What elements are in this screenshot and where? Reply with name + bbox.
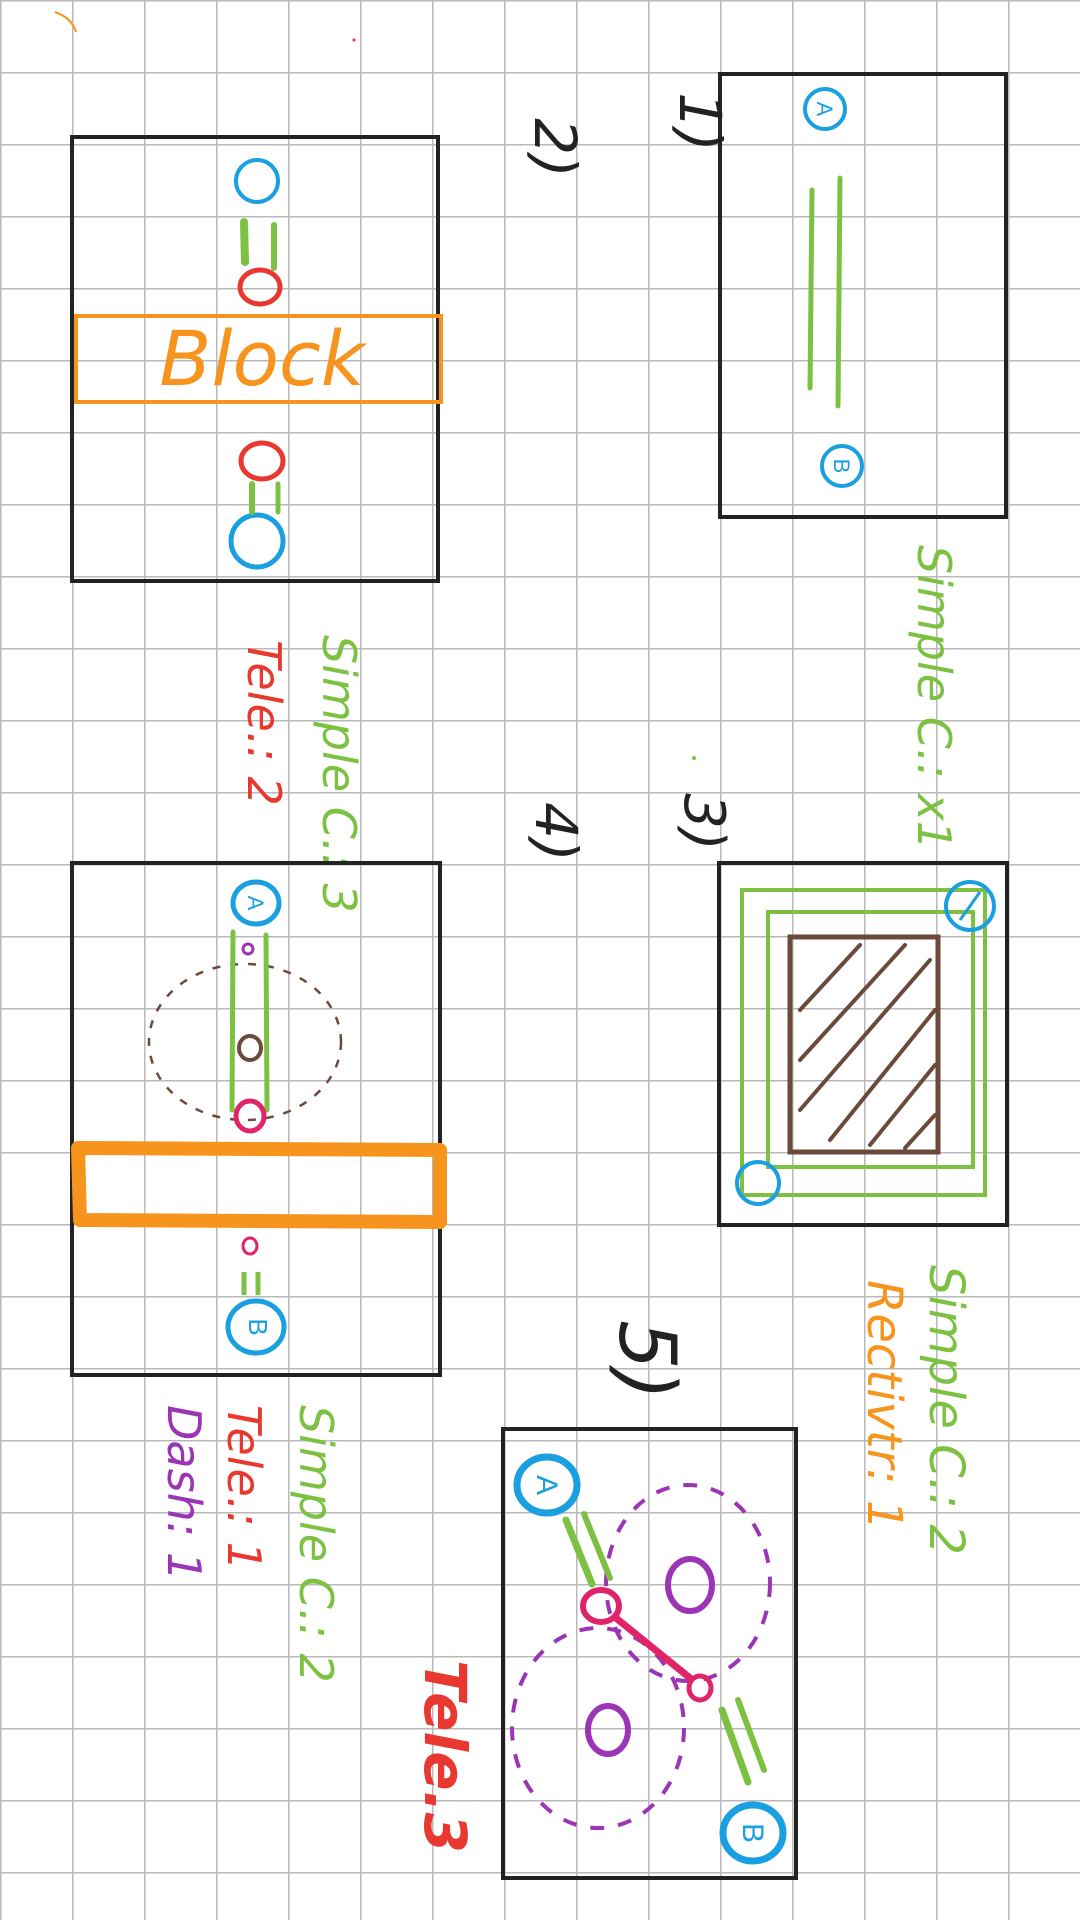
- svg-text:Tele.: 2: Tele.: 2: [237, 640, 291, 806]
- hatched-obstacle-icon: [787, 934, 941, 1155]
- simple-connection-line: [807, 187, 815, 391]
- svg-text:A: A: [530, 1475, 563, 1495]
- simple-loop-inner: [766, 910, 975, 1169]
- svg-text:2): 2): [521, 118, 589, 178]
- panel-3: 3) Simple C.: 2 Rectivtr: 1: [671, 793, 1009, 1555]
- svg-text:Tele.3: Tele.3: [411, 1660, 479, 1853]
- panel-4-note-simple: Simple C.: 2: [289, 1405, 343, 1683]
- panel-3-note-simple: Simple C.: 2: [918, 1265, 974, 1555]
- block-label: Block: [159, 314, 368, 403]
- endpoint-circle-icon: B: [719, 1801, 787, 1865]
- panel-2-note-tele: Tele.: 2: [237, 640, 291, 806]
- dash-circle-icon: [585, 1703, 631, 1757]
- simple-connection-line: [229, 929, 236, 1113]
- stray-dot: [352, 38, 356, 42]
- simple-connection-line: [240, 218, 249, 266]
- stray-mark: [54, 11, 77, 33]
- svg-text:B: B: [829, 459, 854, 474]
- svg-text:Simple C.: 2: Simple C.: 2: [918, 1265, 974, 1555]
- svg-text:A: A: [812, 102, 837, 117]
- panel-5-frame: [501, 1427, 798, 1880]
- panel-5: 5) A B Tele.3: [411, 1320, 798, 1880]
- block-rect: [71, 1141, 447, 1229]
- dash-range-circle: [604, 1483, 772, 1683]
- panel-1: 1) A B Simple C.: x1: [666, 72, 1008, 850]
- svg-text:B: B: [243, 1318, 273, 1335]
- endpoint-circle-icon: B: [225, 1298, 287, 1356]
- simple-connection-line: [718, 1706, 752, 1786]
- simple-connection-line: [263, 932, 270, 1113]
- simple-connection-line: [835, 175, 843, 409]
- block-rect: [74, 314, 443, 404]
- dash-circle-icon: [237, 1034, 263, 1062]
- portal-circle-icon: [237, 267, 283, 307]
- svg-text:3): 3): [671, 793, 736, 850]
- svg-text:Simple C.: x1: Simple C.: x1: [907, 545, 961, 850]
- panel-4: 4) A B Simple C.: 2: [70, 802, 590, 1683]
- panel-5-number: 5): [601, 1320, 691, 1400]
- simple-connection-line: [581, 1511, 613, 1581]
- svg-text:Simple C.: 3: Simple C.: 3: [312, 635, 366, 913]
- svg-text:1): 1): [666, 92, 734, 152]
- endpoint-circle-icon: A: [803, 87, 847, 131]
- dash-range-circle: [510, 1626, 686, 1830]
- svg-text:A: A: [243, 896, 268, 911]
- panel-2-note-simple: Simple C.: 3: [312, 635, 366, 913]
- portal-circle-icon: [686, 1673, 714, 1703]
- panel-2-frame: [70, 135, 440, 583]
- endpoint-circle-icon: [944, 880, 996, 932]
- endpoint-circle-icon: A: [513, 1453, 581, 1517]
- dash-range-circle: [147, 962, 343, 1122]
- panel-4-note-tele: Tele.: 1: [217, 1405, 271, 1571]
- svg-text:Dash: 1: Dash: 1: [157, 1405, 211, 1581]
- portal-circle-icon: [580, 1587, 622, 1625]
- svg-text:B: B: [736, 1823, 769, 1843]
- panel-4-number: 4): [522, 802, 590, 862]
- panel-3-note-rectivtr: Rectivtr: 1: [856, 1280, 912, 1530]
- endpoint-circle-icon: [228, 512, 286, 570]
- panel-4-note-dash: Dash: 1: [157, 1405, 211, 1581]
- panel-5-note-tele: Tele.3: [411, 1660, 479, 1853]
- dash-circle-icon: [665, 1556, 715, 1614]
- endpoint-circle-icon: [234, 158, 280, 204]
- svg-text:4): 4): [522, 802, 590, 862]
- panel-4-frame: [70, 861, 442, 1377]
- simple-connection-line: [735, 1697, 767, 1773]
- endpoint-circle-icon: B: [820, 444, 864, 488]
- panel-3-number: 3): [671, 793, 736, 850]
- portal-circle-icon: [241, 1236, 259, 1256]
- panel-2-number: 2): [521, 118, 589, 178]
- svg-text:Tele.: 1: Tele.: 1: [217, 1405, 271, 1571]
- endpoint-circle-icon: A: [230, 879, 282, 927]
- endpoint-circle-icon: [735, 1160, 781, 1206]
- svg-text:Rectivtr: 1: Rectivtr: 1: [856, 1280, 912, 1530]
- panel-2: 2) Block Simple C.: 3 Tele.: 2: [70, 118, 589, 913]
- panel-1-note: Simple C.: x1: [907, 545, 961, 850]
- simple-connection-line: [562, 1516, 596, 1588]
- panel-3-frame: [717, 861, 1009, 1227]
- panel-1-frame: [718, 72, 1008, 519]
- svg-text:Simple C.: 2: Simple C.: 2: [289, 1405, 343, 1683]
- teleport-link-line: [612, 1614, 694, 1682]
- panel-1-number: 1): [666, 92, 734, 152]
- dash-circle-icon: [241, 942, 255, 956]
- svg-text:5): 5): [601, 1320, 691, 1400]
- stray-dot: [692, 756, 696, 760]
- portal-circle-icon: [233, 1098, 267, 1134]
- portal-circle-icon: [238, 440, 286, 482]
- simple-loop-outer: [740, 888, 987, 1197]
